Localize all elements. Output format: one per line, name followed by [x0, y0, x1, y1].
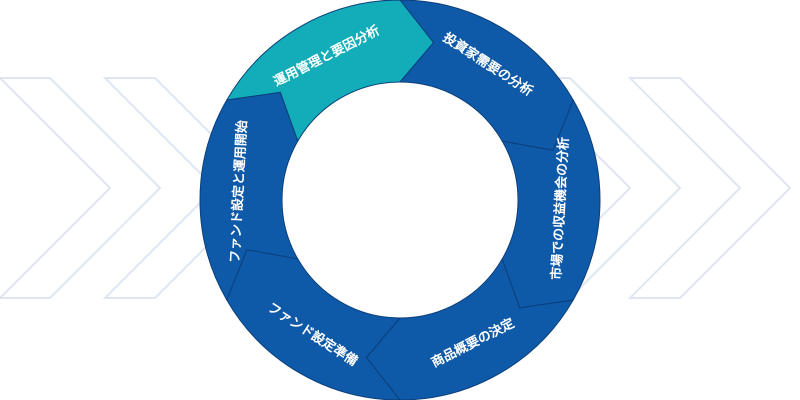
cycle-ring [199, 0, 601, 400]
cycle-segment [226, 249, 401, 400]
chevron-icon [629, 77, 791, 299]
cycle-step-label: 市場での収益機会の分析 [549, 137, 572, 281]
cycle-segment [501, 99, 601, 309]
background-chevrons [0, 77, 791, 299]
chevron-icon [0, 77, 161, 299]
cycle-segment [199, 91, 299, 301]
cycle-segment [226, 0, 434, 142]
cycle-step-label: ファンド設定と運用開始 [227, 120, 250, 264]
cycle-segment [399, 0, 574, 151]
